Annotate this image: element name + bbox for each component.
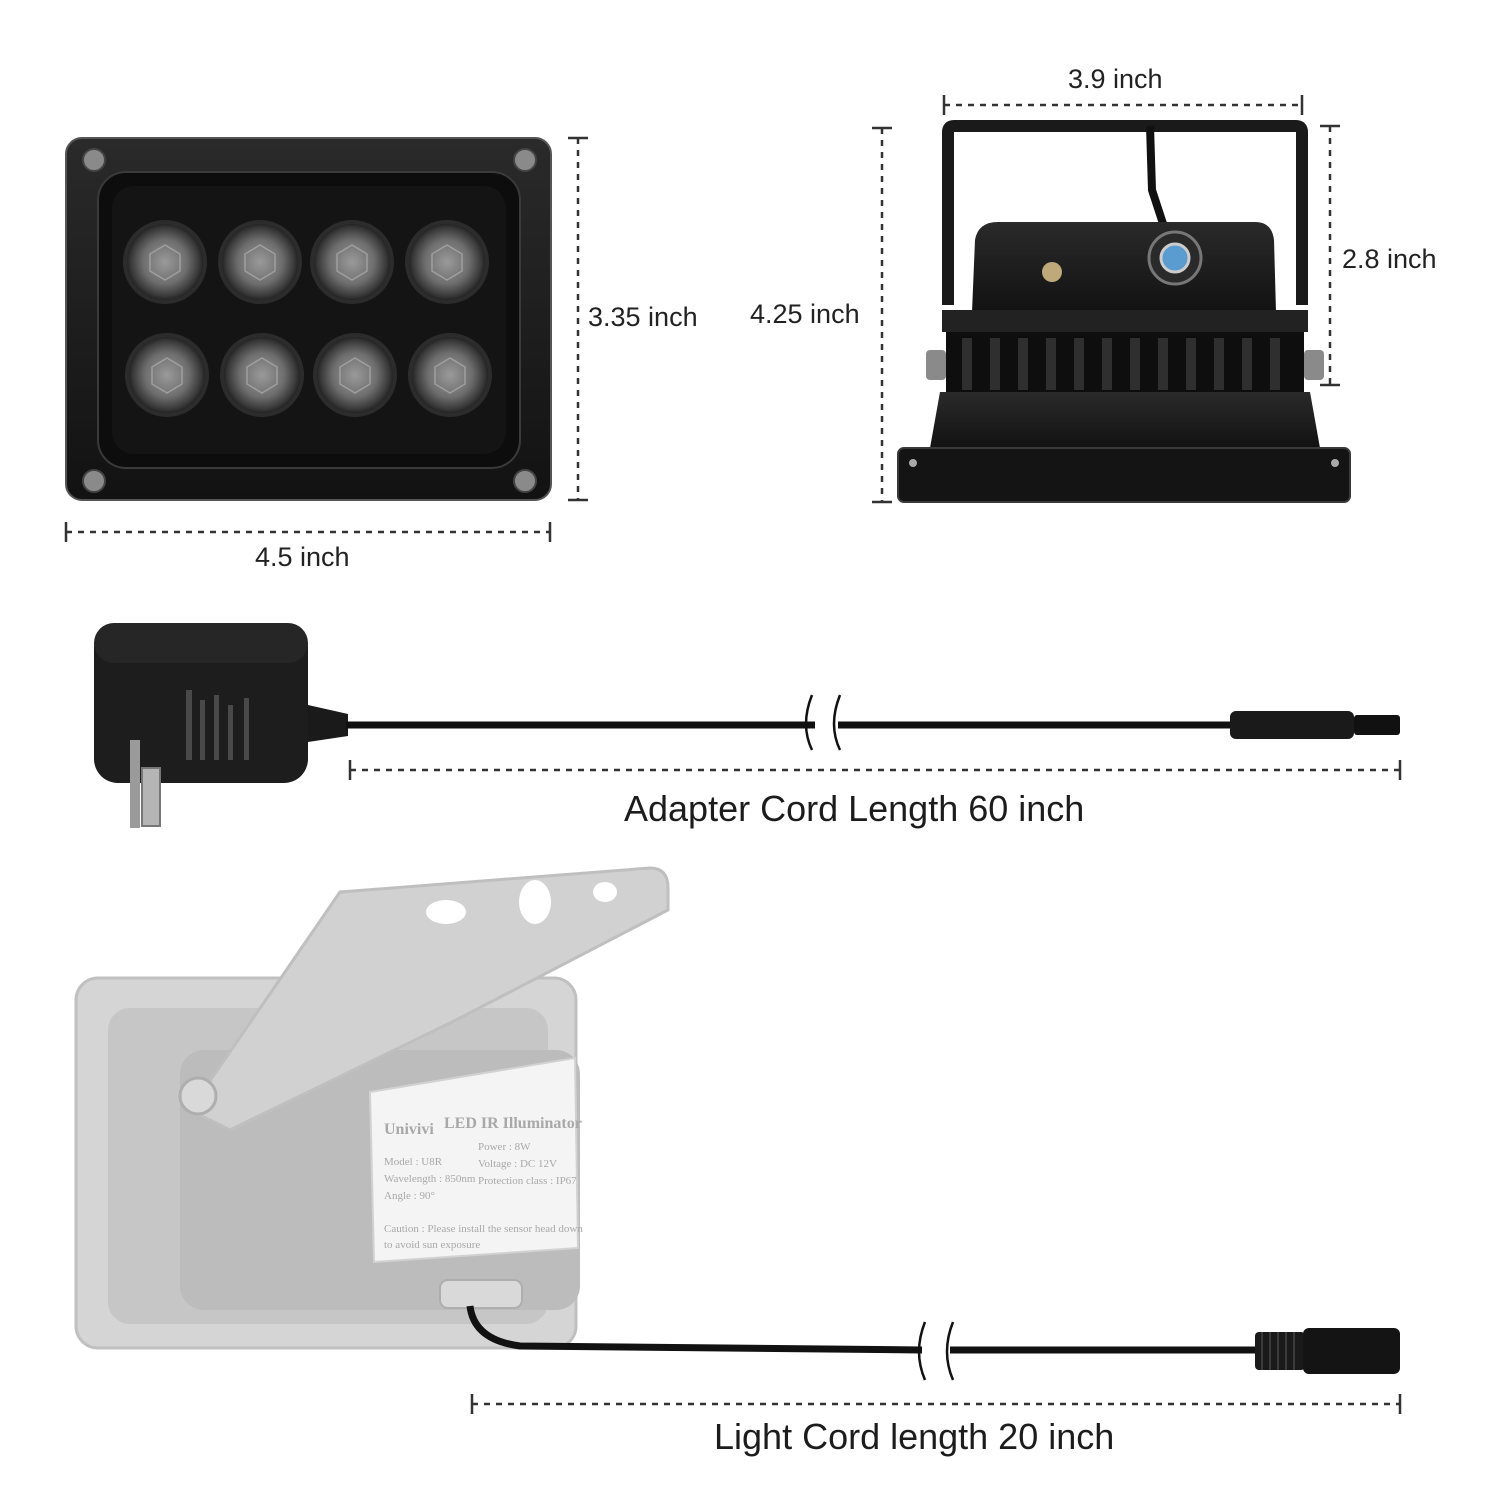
front-width-label: 4.5 inch (255, 542, 350, 572)
ghost-illuminator (74, 866, 670, 1350)
product-label: Univivi LED IR Illuminator Model : U8R W… (384, 1115, 583, 1251)
label-caution-2: to avoid sun exposure (384, 1239, 480, 1251)
light-cable (466, 1305, 1258, 1354)
cable-break-icon (804, 694, 842, 751)
side-total-height-label: 4.25 inch (750, 299, 860, 329)
label-voltage: Voltage : DC 12V (478, 1158, 557, 1170)
adapter-cord-caption: Adapter Cord Length 60 inch (624, 788, 1085, 829)
label-angle: Angle : 90° (384, 1190, 435, 1202)
dimension-line-front-width (64, 522, 552, 542)
power-adapter (94, 623, 348, 828)
label-model: Model : U8R (384, 1156, 443, 1168)
light-cord-caption: Light Cord length 20 inch (714, 1416, 1115, 1457)
dc-plug (1230, 711, 1400, 739)
label-protection: Protection class : IP67 (478, 1175, 577, 1187)
label-brand: Univivi (384, 1121, 434, 1138)
dimension-line-adapter-cord (348, 760, 1402, 780)
label-power: Power : 8W (478, 1141, 531, 1153)
side-width-label: 3.9 inch (1068, 64, 1163, 94)
dimension-line-light-cord (470, 1394, 1402, 1414)
dimension-line-side-body-height (1320, 124, 1340, 387)
screw-icon (82, 148, 537, 493)
led-array (123, 220, 492, 417)
dimension-line-side-width (942, 95, 1304, 115)
front-illuminator (65, 137, 552, 501)
label-title: LED IR Illuminator (444, 1115, 582, 1132)
label-wavelength: Wavelength : 850nm (384, 1173, 476, 1185)
dc-jack (1255, 1328, 1400, 1374)
label-caution: Caution : Please install the sensor head… (384, 1223, 583, 1235)
dimension-line-side-total-height (872, 126, 892, 504)
side-body-height-label: 2.8 inch (1342, 244, 1437, 274)
dimension-line-front-height (568, 136, 588, 502)
front-height-label: 3.35 inch (588, 302, 698, 332)
cable-break-icon (917, 1321, 955, 1381)
side-illuminator (897, 120, 1351, 503)
